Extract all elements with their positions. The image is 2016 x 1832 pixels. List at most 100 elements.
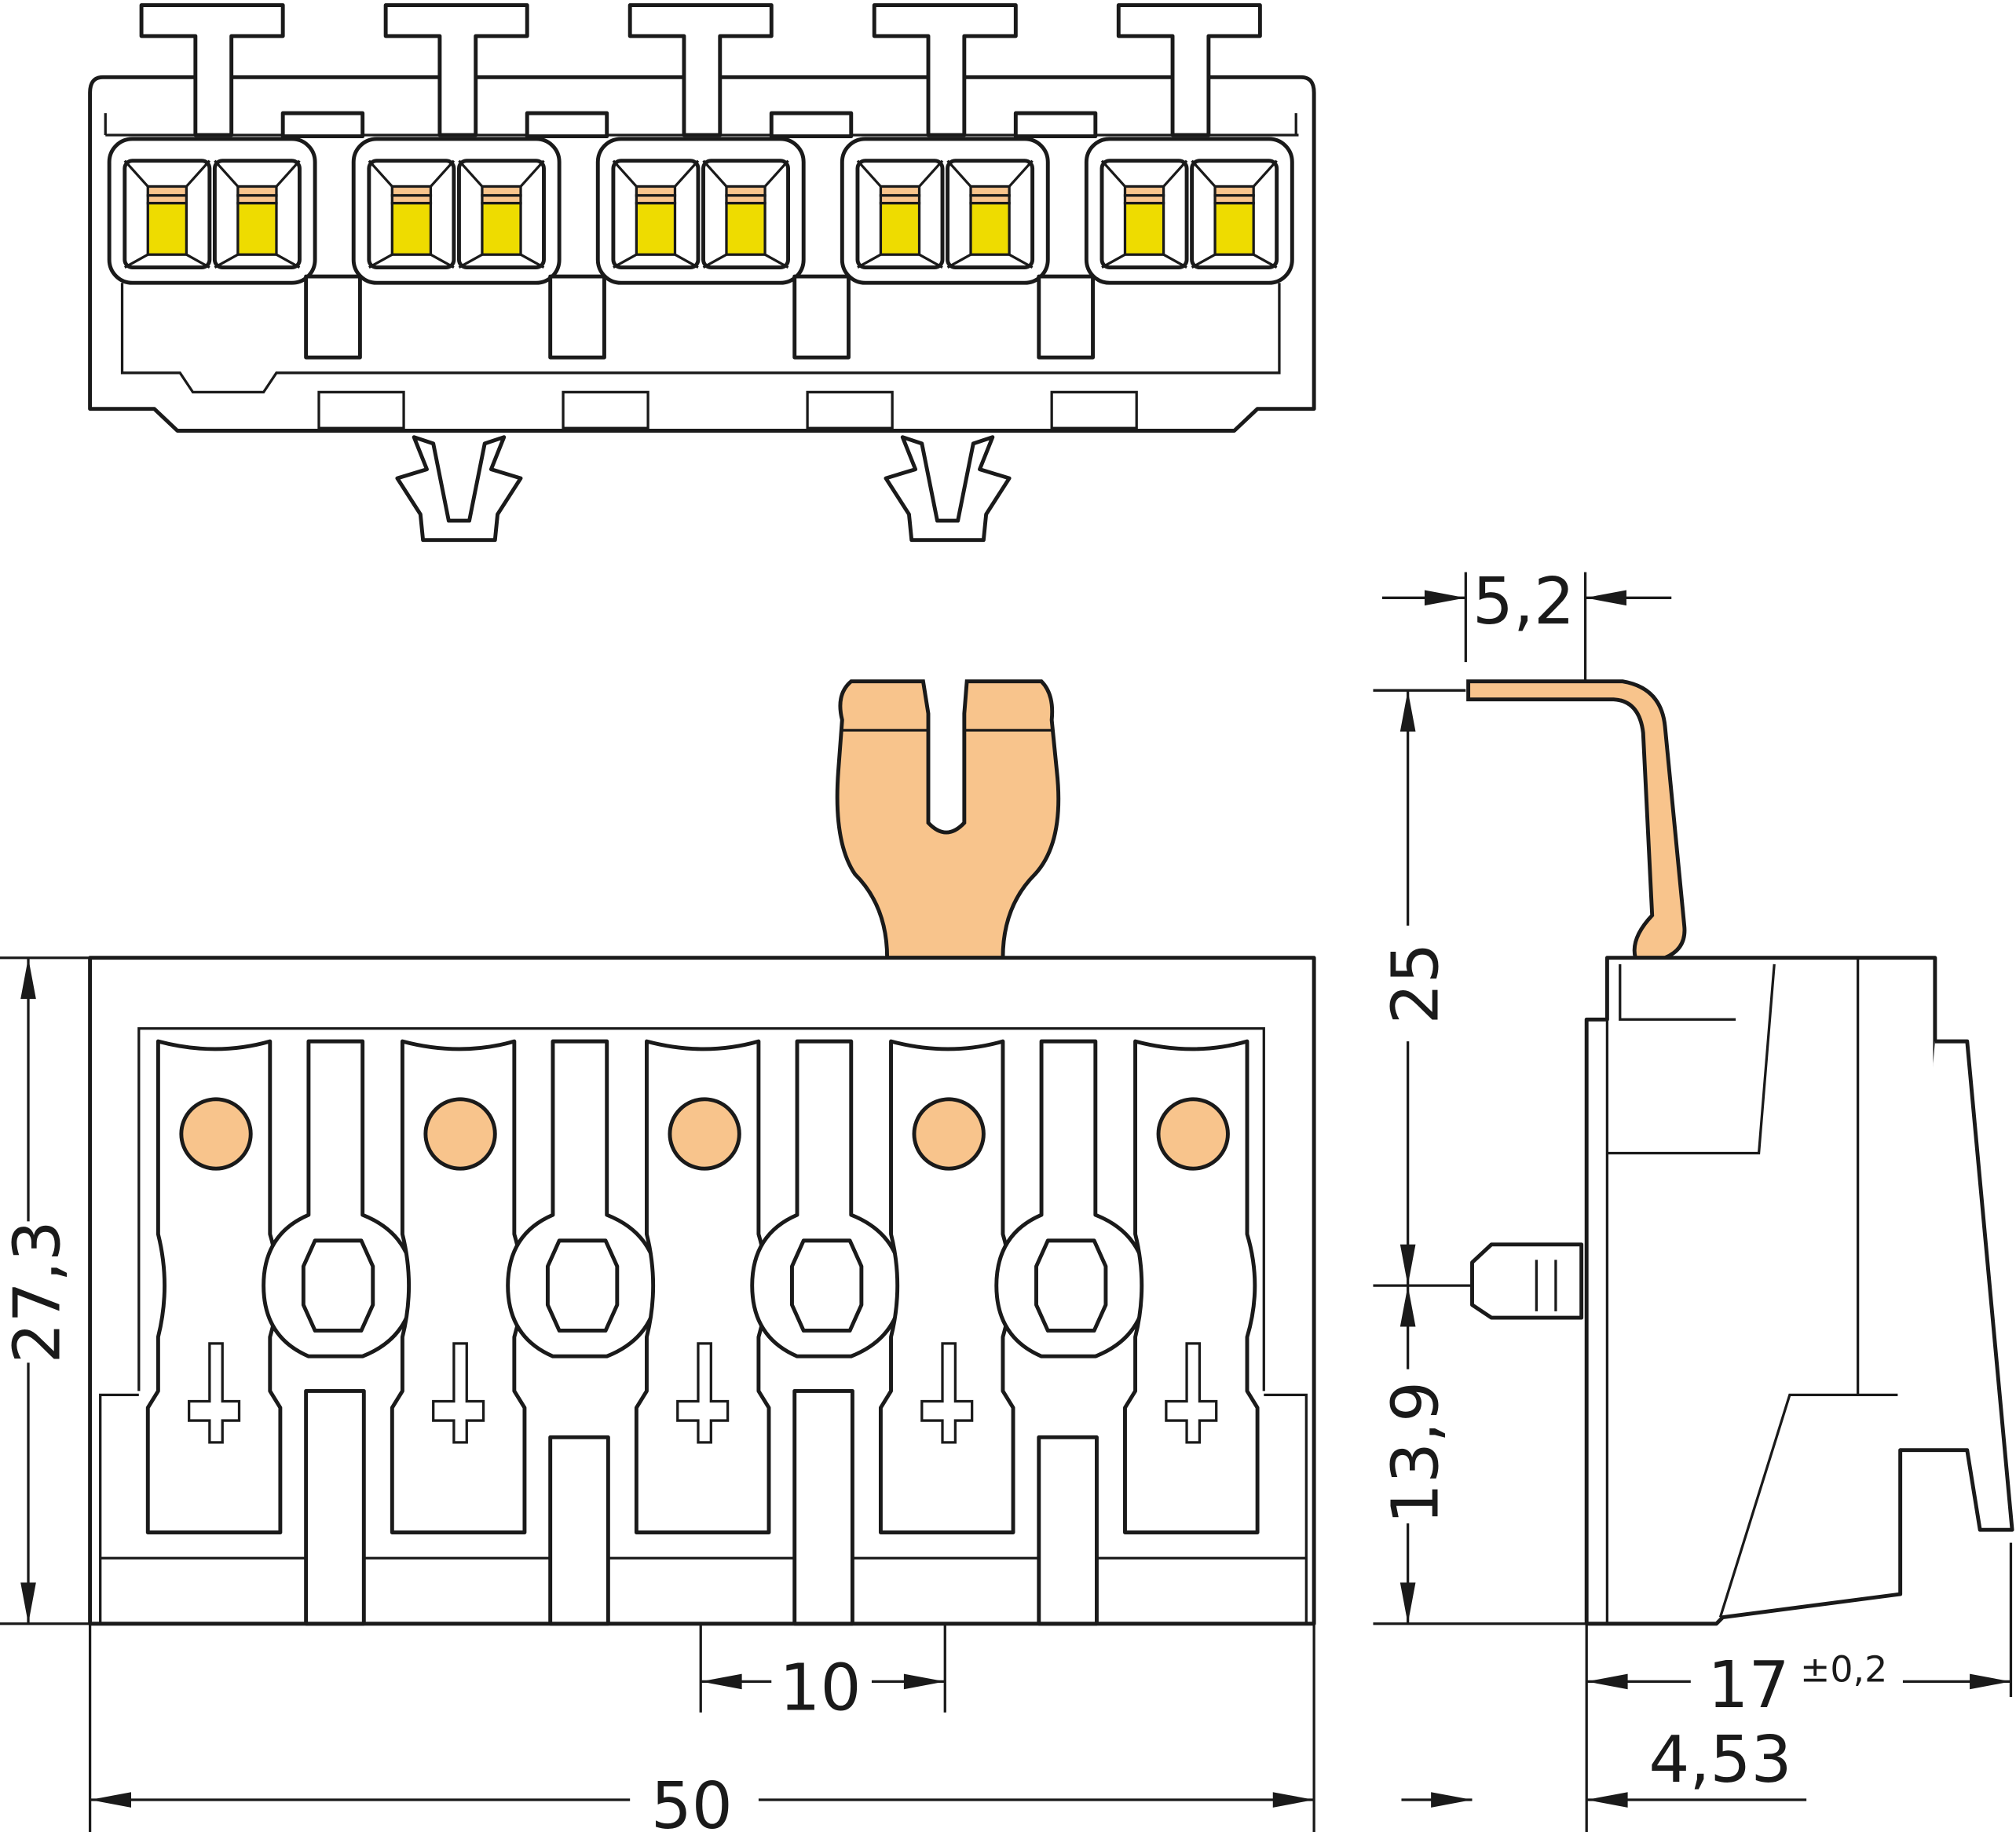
clamp-yellow — [879, 202, 921, 256]
opening-bevel — [458, 159, 545, 269]
dim-offset: 4,53 — [1648, 1723, 1791, 1797]
operating-lever-tab — [835, 679, 1061, 960]
contact-point — [668, 1097, 741, 1171]
clamp-yellow — [1123, 202, 1165, 256]
dim-line-overall-height — [0, 956, 90, 1625]
arrowhead — [903, 1673, 946, 1690]
release-button — [627, 3, 774, 137]
contact-stripe — [879, 185, 921, 197]
arrowhead — [20, 957, 36, 1000]
clamp-yellow — [725, 202, 767, 256]
arrowhead — [1399, 1582, 1416, 1624]
opening-bevel — [123, 159, 211, 269]
opening-bevel — [612, 159, 700, 269]
dim-line-pitch — [699, 1623, 946, 1713]
contact-point — [423, 1097, 497, 1171]
contact-stripe — [635, 185, 677, 197]
contact-stripe — [390, 185, 433, 197]
separator-rib — [792, 274, 851, 360]
contact-point — [912, 1097, 986, 1171]
top-ridge — [525, 111, 609, 139]
opening-bevel — [368, 159, 456, 269]
opening-bevel — [946, 159, 1034, 269]
release-button — [139, 3, 285, 137]
dim-line-heights — [1373, 689, 1587, 1625]
separator-wall — [304, 1388, 366, 1626]
bottom-notch — [317, 390, 405, 430]
arrowhead — [1399, 1244, 1416, 1286]
separator-rib — [1037, 274, 1096, 360]
separator-wall — [548, 1435, 610, 1626]
pin-slot — [262, 1039, 416, 1358]
pin-hole — [301, 1238, 375, 1333]
polarity-marking — [188, 1342, 241, 1444]
polarity-marking — [676, 1342, 730, 1444]
pin-slot — [506, 1039, 660, 1358]
contact-stripe — [481, 185, 522, 197]
release-button — [383, 3, 529, 137]
coding-pin — [1470, 1242, 1584, 1320]
opening-bevel — [1100, 159, 1188, 269]
bottom-notch — [1050, 390, 1138, 430]
mounting-snap-foot — [884, 435, 1012, 543]
dim-line-depth — [1401, 1542, 2013, 1832]
front-view — [88, 679, 1316, 1626]
polarity-marking — [432, 1342, 485, 1444]
dim-overall-width: 50 — [651, 1769, 733, 1832]
release-button — [872, 3, 1018, 137]
dim-height-to-lever: 25 — [1378, 942, 1453, 1024]
arrowhead — [1585, 590, 1626, 606]
bottom-notch — [562, 390, 649, 430]
separator-rib — [304, 274, 362, 360]
top-ridge — [280, 111, 365, 139]
arrowhead — [1970, 1673, 2011, 1690]
contact-point — [1156, 1097, 1230, 1171]
dim-depth-tolerance: ±0,2 — [1800, 1647, 1887, 1690]
polarity-marking — [1165, 1342, 1218, 1444]
arrowhead — [1424, 590, 1466, 606]
contact-stripe — [146, 185, 188, 197]
opening-bevel — [702, 159, 789, 269]
pin-hole — [1034, 1238, 1108, 1333]
pin-hole — [790, 1238, 864, 1333]
arrowhead — [1586, 1792, 1628, 1808]
front-housing-detail — [99, 1027, 1308, 1624]
separator-rib — [548, 274, 606, 360]
clamp-yellow — [1213, 202, 1255, 256]
dimension-lines — [0, 572, 2013, 1832]
clamp-yellow — [969, 202, 1011, 256]
pin-slot — [994, 1039, 1149, 1358]
dim-line-lever-width — [1381, 572, 1672, 682]
pin-hole — [545, 1238, 620, 1333]
side-view — [1466, 679, 2014, 1626]
dim-overall-height: 27,3 — [0, 1220, 75, 1363]
top-ridge — [769, 111, 854, 139]
contact-stripe — [1123, 185, 1165, 197]
pin-slot — [750, 1039, 905, 1358]
contact-terminal — [1123, 1039, 1260, 1534]
mounting-snap-foot — [395, 435, 523, 543]
arrowhead — [20, 1582, 36, 1624]
arrowhead — [1399, 1285, 1416, 1327]
arrowhead — [90, 1792, 131, 1808]
polarity-marking — [920, 1342, 974, 1444]
bottom-notch — [806, 390, 894, 430]
side-housing-outline — [1584, 956, 1937, 1626]
lever-side-profile — [1466, 679, 1687, 960]
top-ridge — [1013, 111, 1098, 139]
separator-wall — [1037, 1435, 1099, 1626]
arrowhead — [1586, 1673, 1628, 1690]
separator-wall — [792, 1388, 854, 1626]
dim-line-overall-width — [88, 1623, 1315, 1832]
coding-pin-detail — [1535, 1260, 1557, 1311]
contact-stripe — [725, 185, 767, 197]
release-button — [1116, 3, 1262, 137]
side-housing-detail — [1605, 957, 1898, 1624]
clamp-yellow — [236, 202, 278, 256]
contact-stripe — [236, 185, 278, 197]
dim-pitch: 10 — [779, 1651, 861, 1725]
contact-stripe — [1213, 185, 1255, 197]
clamp-yellow — [481, 202, 522, 256]
arrowhead — [1399, 690, 1416, 732]
